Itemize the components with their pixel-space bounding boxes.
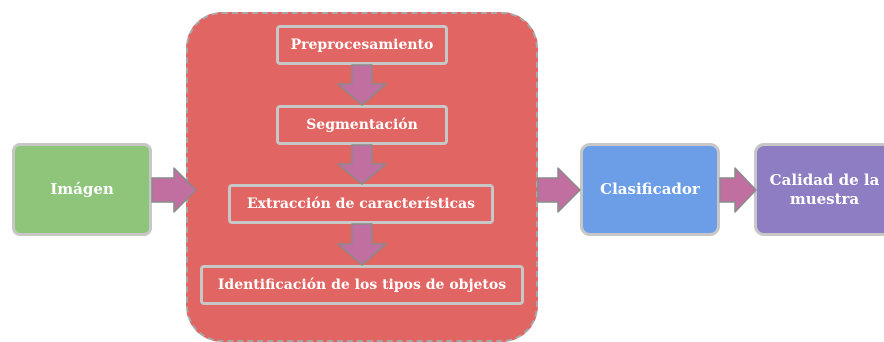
classifier-node-label: Clasificador xyxy=(600,180,700,198)
arrow-classifier-to-output xyxy=(719,167,757,213)
arrow-input-to-block xyxy=(151,167,197,213)
step-label: Segmentación xyxy=(306,117,418,133)
step-extraccion: Extracción de características xyxy=(228,184,494,224)
classifier-node: Clasificador xyxy=(580,143,720,236)
arrow-block-to-classifier xyxy=(537,167,581,213)
output-node-label: Calidad de la muestra xyxy=(769,170,880,208)
input-node-label: Imágen xyxy=(50,180,114,198)
step-segmentacion: Segmentación xyxy=(276,105,448,145)
output-node: Calidad de la muestra xyxy=(754,143,884,236)
arrow-step3-to-step4 xyxy=(337,223,387,266)
step-identificacion: Identificación de los tipos de objetos xyxy=(200,265,524,305)
arrow-step1-to-step2 xyxy=(337,64,387,106)
step-label: Extracción de características xyxy=(246,196,476,212)
step-preprocesamiento: Preprocesamiento xyxy=(276,25,448,65)
input-node-imagen: Imágen xyxy=(12,143,152,236)
step-label: Identificación de los tipos de objetos xyxy=(217,277,507,293)
step-label: Preprocesamiento xyxy=(290,37,434,53)
arrow-step2-to-step3 xyxy=(337,144,387,185)
